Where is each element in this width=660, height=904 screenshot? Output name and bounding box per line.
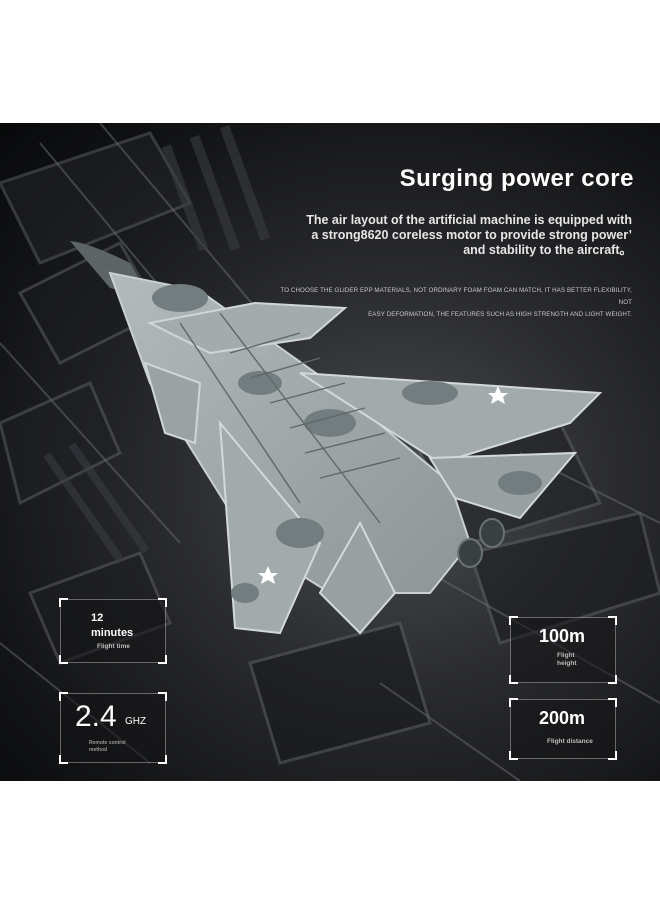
card-corner	[509, 616, 518, 625]
card-corner	[59, 755, 68, 764]
card-corner	[158, 655, 167, 664]
card-corner	[509, 698, 518, 707]
flight-time-unit: minutes	[91, 627, 134, 639]
flight-height-label: Flight	[557, 652, 575, 659]
fine-print-line: TO CHOOSE THE GLIDER EPP MATERIALS, NOT …	[280, 287, 632, 306]
description: The air layout of the artificial machine…	[252, 213, 632, 258]
flight-time-value: 12	[91, 612, 104, 624]
card-corner	[608, 675, 617, 684]
spec-card-flight-distance: 200m Flight distance	[509, 698, 617, 760]
spec-card-flight-height: 100m Flight height	[509, 616, 617, 684]
description-line: a strong8620 coreless motor to provide s…	[311, 228, 632, 242]
flight-height-value: 100m	[539, 626, 586, 646]
mechanical-background	[0, 123, 660, 781]
card-corner	[509, 675, 518, 684]
flight-distance-value: 200m	[539, 708, 586, 728]
card-corner	[608, 698, 617, 707]
fine-print-line: EASY DEFORMATION, THE FEATURES SUCH AS H…	[368, 311, 632, 318]
description-line: The air layout of the artificial machine…	[306, 213, 632, 227]
card-corner	[509, 751, 518, 760]
spec-card-frequency: 2.4 GHZ Remote control method	[59, 692, 167, 764]
flight-time-label: Flight time	[97, 643, 130, 650]
card-corner	[158, 598, 167, 607]
frequency-label: Remote control	[89, 740, 126, 746]
card-corner	[59, 692, 68, 701]
fine-print: TO CHOOSE THE GLIDER EPP MATERIALS, NOT …	[272, 285, 632, 321]
frequency-label: method	[89, 747, 108, 753]
card-corner	[608, 751, 617, 760]
description-line: and stability to the aircraft。	[463, 243, 632, 257]
headline: Surging power core	[399, 165, 634, 192]
card-corner	[59, 598, 68, 607]
card-corner	[158, 692, 167, 701]
card-corner	[608, 616, 617, 625]
frequency-unit: GHZ	[125, 716, 147, 727]
frequency-value: 2.4	[75, 700, 117, 733]
card-corner	[59, 655, 68, 664]
product-hero-banner: Surging power core The air layout of the…	[0, 123, 660, 781]
card-corner	[158, 755, 167, 764]
flight-height-label: height	[557, 660, 577, 667]
flight-distance-label: Flight distance	[547, 738, 593, 745]
spec-card-flight-time: 12 minutes Flight time	[59, 598, 167, 664]
rc-fighter-jet-image	[70, 241, 603, 635]
